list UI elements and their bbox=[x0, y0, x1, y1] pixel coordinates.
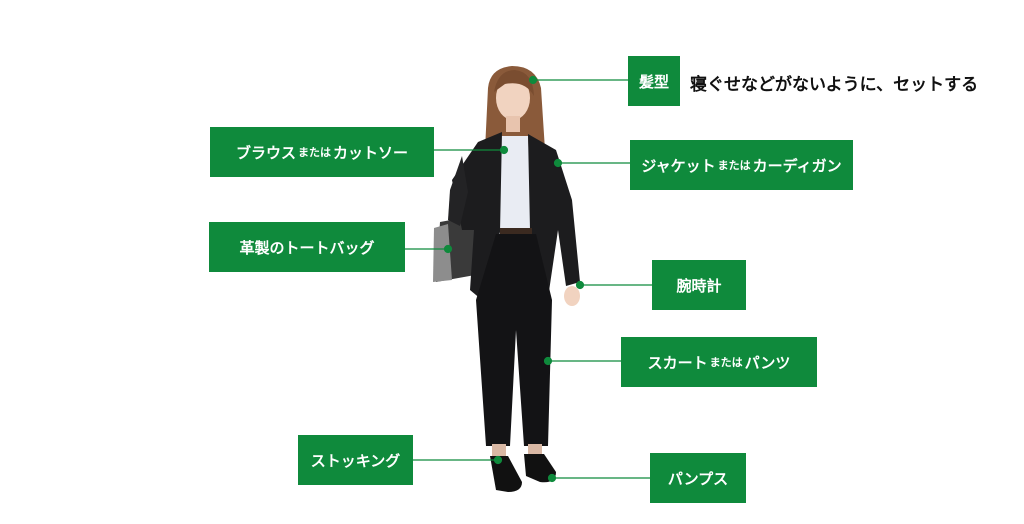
right-hand bbox=[564, 286, 580, 306]
label-skirt-a: スカート bbox=[647, 353, 708, 372]
label-watch-text: 腕時計 bbox=[676, 276, 722, 295]
label-pumps: パンプス bbox=[650, 453, 746, 503]
neck bbox=[506, 116, 520, 132]
shoe-right bbox=[524, 454, 556, 483]
hair-bangs bbox=[494, 70, 534, 96]
ankle-right bbox=[528, 444, 542, 456]
label-skirt: スカート または パンツ bbox=[621, 337, 817, 387]
label-hair: 髪型 bbox=[628, 56, 680, 106]
label-bag-text: 革製のトートバッグ bbox=[239, 238, 375, 257]
label-skirt-b: パンツ bbox=[744, 353, 791, 372]
label-jacket-a: ジャケット bbox=[641, 156, 716, 175]
tote-bag-side bbox=[433, 224, 452, 282]
label-blouse-a: ブラウス bbox=[235, 143, 296, 162]
label-jacket: ジャケット または カーディガン bbox=[630, 140, 853, 190]
label-bag: 革製のトートバッグ bbox=[209, 222, 405, 272]
blouse bbox=[500, 136, 532, 228]
label-hair-text: 髪型 bbox=[638, 72, 669, 91]
label-jacket-b: カーディガン bbox=[752, 156, 842, 175]
label-stockings: ストッキング bbox=[298, 435, 413, 485]
belt bbox=[500, 228, 532, 234]
face bbox=[496, 76, 530, 120]
left-arm bbox=[448, 156, 468, 226]
label-skirt-or: または bbox=[709, 356, 743, 369]
trousers bbox=[476, 234, 552, 446]
label-watch: 腕時計 bbox=[652, 260, 746, 310]
label-blouse-or: または bbox=[298, 146, 331, 159]
label-stockings-text: ストッキング bbox=[310, 451, 401, 470]
label-jacket-or: または bbox=[717, 159, 751, 172]
shoe-left bbox=[490, 456, 522, 492]
label-hair-description: 寝ぐせなどがないように、セットする bbox=[690, 75, 979, 95]
ankle-left bbox=[492, 444, 506, 458]
label-pumps-text: パンプス bbox=[667, 469, 729, 488]
label-blouse: ブラウス または カットソー bbox=[210, 127, 434, 177]
label-blouse-b: カットソー bbox=[333, 143, 409, 162]
